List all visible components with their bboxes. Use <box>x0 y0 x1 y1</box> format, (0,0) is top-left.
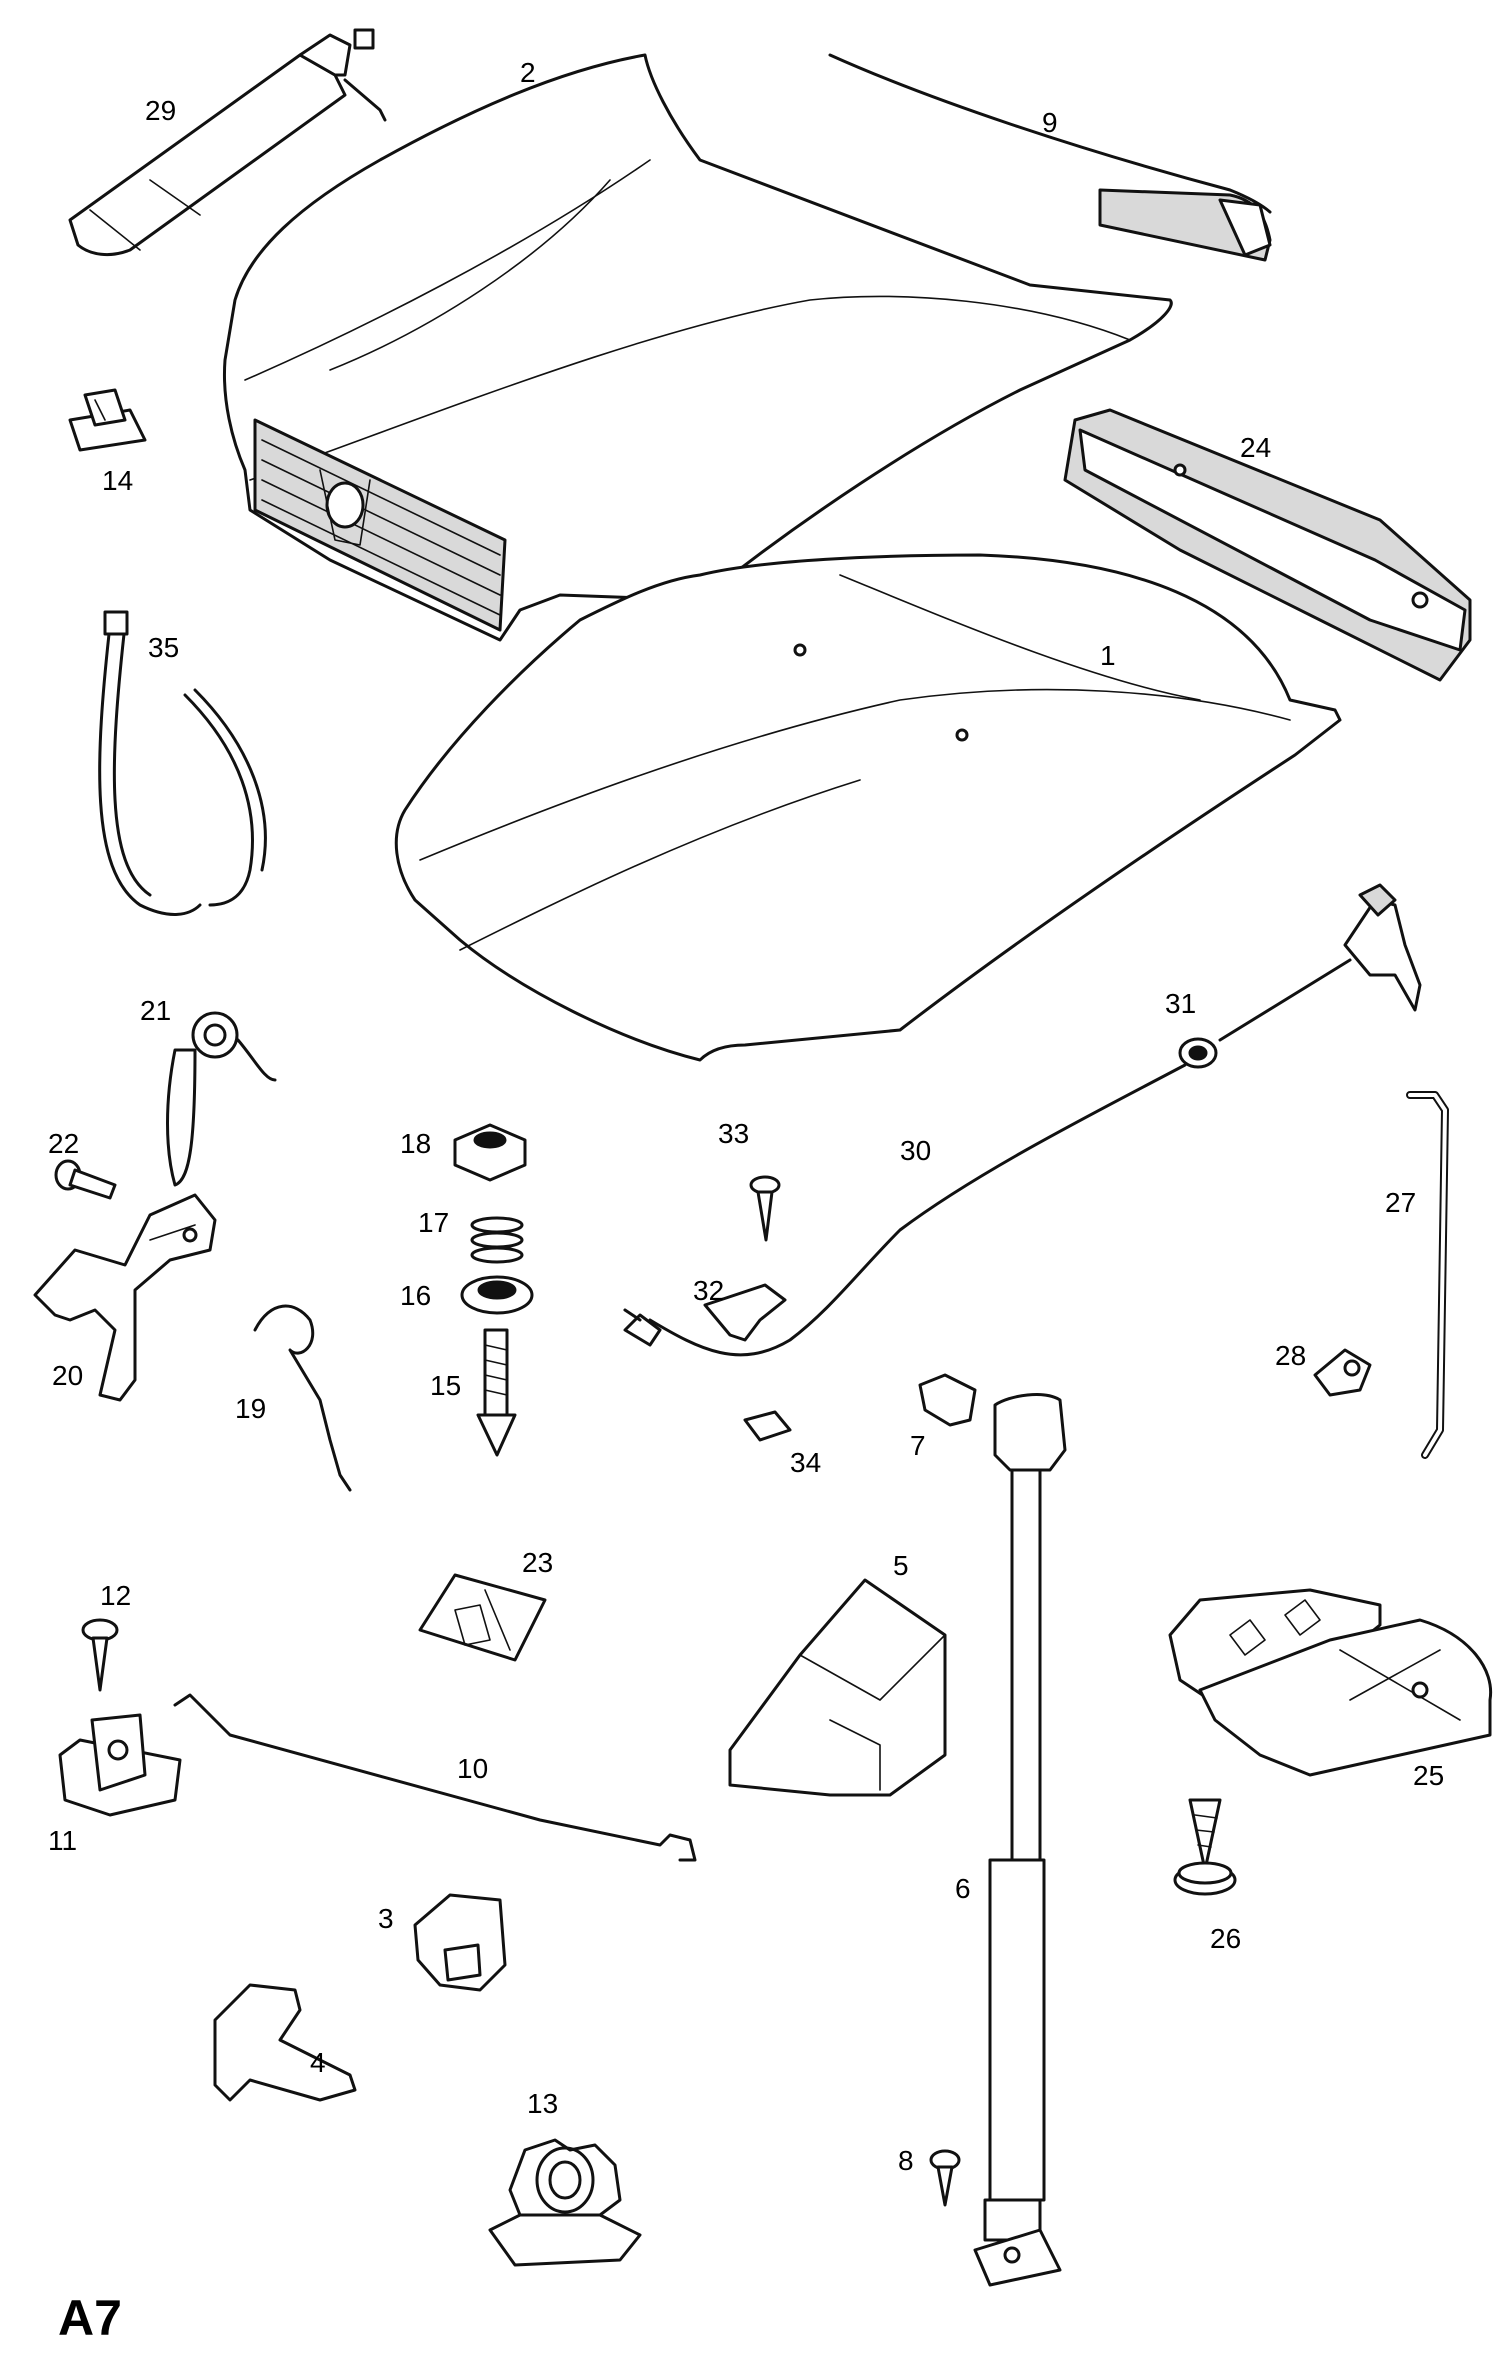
callout-35: 35 <box>148 632 179 663</box>
callout-34: 34 <box>790 1447 821 1478</box>
callout-16: 16 <box>400 1280 431 1311</box>
part-26-screw <box>1173 1798 1237 1896</box>
callout-27: 27 <box>1385 1187 1416 1218</box>
callout-3: 3 <box>378 1903 394 1934</box>
part-7-buffer <box>918 1373 977 1427</box>
part-34-clip <box>743 1410 792 1442</box>
part-12-screw <box>81 1618 119 1692</box>
callout-30: 30 <box>900 1135 931 1166</box>
part-23-latch-plate <box>418 1573 547 1662</box>
callout-18: 18 <box>400 1128 431 1159</box>
part-21-spring <box>166 1011 277 1187</box>
part-4-clip <box>213 1983 357 2102</box>
part-28-fitting <box>1313 1348 1372 1397</box>
callout-26: 26 <box>1210 1923 1241 1954</box>
callout-19: 19 <box>235 1393 266 1424</box>
callout-15: 15 <box>430 1370 461 1401</box>
part-9-seal-strip <box>828 53 1272 262</box>
part-25-bracket-plate <box>1168 1588 1493 1777</box>
callout-8: 8 <box>898 2145 914 2176</box>
part-17-spring <box>470 1216 524 1264</box>
callout-23: 23 <box>522 1547 553 1578</box>
callout-20: 20 <box>52 1360 83 1391</box>
callout-24: 24 <box>1240 432 1271 463</box>
callout-22: 22 <box>48 1128 79 1159</box>
callout-2: 2 <box>520 57 536 88</box>
callout-6: 6 <box>955 1873 971 1904</box>
callout-1: 1 <box>1100 640 1116 671</box>
part-18-nut <box>453 1123 527 1182</box>
part-27-support-rod <box>1406 1091 1449 1459</box>
part-20-hinge <box>33 1193 217 1402</box>
part-19-spring <box>253 1304 352 1492</box>
part-29-sealant-tube <box>68 28 387 257</box>
callout-14: 14 <box>102 465 133 496</box>
part-5-block <box>728 1578 947 1797</box>
part-2-bonnet-with-grille <box>222 53 1173 642</box>
callout-25: 25 <box>1413 1760 1444 1791</box>
part-14-clip <box>68 388 147 452</box>
callout-31: 31 <box>1165 988 1196 1019</box>
callout-17: 17 <box>418 1207 449 1238</box>
callout-28: 28 <box>1275 1340 1306 1371</box>
callout-21: 21 <box>140 995 171 1026</box>
part-15-bolt <box>476 1328 517 1457</box>
sheet-id-label: A7 <box>58 2290 122 2346</box>
callout-11: 11 <box>48 1825 77 1856</box>
part-11-bracket <box>58 1713 182 1817</box>
callout-33: 33 <box>718 1118 749 1149</box>
callout-10: 10 <box>457 1753 488 1784</box>
part-30-release-cable <box>623 883 1422 1357</box>
part-1-bonnet <box>394 553 1342 1062</box>
part-6-gas-strut <box>973 1393 1067 2287</box>
callout-32: 32 <box>693 1275 724 1306</box>
part-24-bracket <box>1063 408 1472 682</box>
part-35-strap <box>98 610 267 916</box>
callout-4: 4 <box>310 2047 326 2078</box>
part-8-screw <box>929 2149 961 2207</box>
part-31-grommet <box>1178 1037 1218 1069</box>
callout-12: 12 <box>100 1580 131 1611</box>
part-3-clip <box>413 1893 507 1992</box>
callout-5: 5 <box>893 1550 909 1581</box>
part-32-cable-bracket <box>703 1283 787 1342</box>
callout-7: 7 <box>910 1430 926 1461</box>
part-22-bolt <box>54 1159 117 1200</box>
callout-13: 13 <box>527 2088 558 2119</box>
part-10-rod <box>173 1693 697 1862</box>
part-33-screw <box>749 1175 781 1242</box>
part-16-washer <box>460 1275 534 1315</box>
callout-29: 29 <box>145 95 176 126</box>
part-13-clip <box>488 2138 642 2267</box>
callout-9: 9 <box>1042 107 1058 138</box>
